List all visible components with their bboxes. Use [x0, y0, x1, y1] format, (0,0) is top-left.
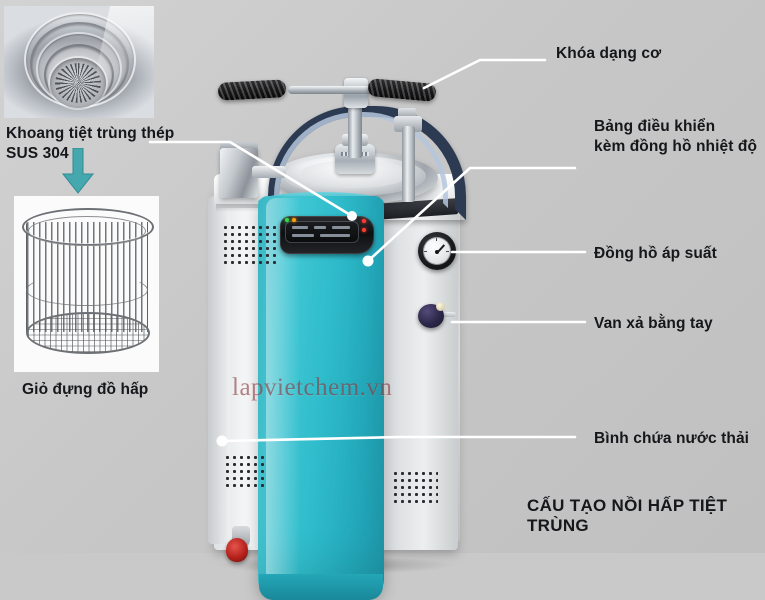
- gauge-tick-left: [424, 251, 427, 252]
- watermark: lapvietchem.vn: [232, 374, 393, 401]
- drain-valve-stem: [440, 312, 456, 317]
- display-segment-1: [292, 226, 308, 229]
- callout-label-drain-valve: Van xả bằng tay: [594, 315, 713, 332]
- right-post-cap: [394, 116, 422, 132]
- autoclave-chamber-interior-photo: [4, 6, 154, 118]
- vent-grille-right: [392, 470, 438, 506]
- control-panel-display: [285, 221, 359, 243]
- door-bottom-edge: [259, 574, 383, 600]
- down-arrow-icon: [61, 148, 95, 194]
- chamber-caption: Khoang tiệt trùng thép SUS 304: [6, 125, 175, 162]
- display-segment-4: [292, 234, 314, 237]
- callout-label-waste-tank: Bình chứa nước thải: [594, 430, 750, 447]
- status-led-orange: [292, 218, 296, 222]
- status-led-red-2: [362, 228, 366, 232]
- display-segment-3: [332, 226, 350, 229]
- chamber-photo-art: [4, 6, 154, 118]
- basket-caption: Giỏ đựng đồ hấp: [22, 381, 149, 398]
- page-title: CẤU TẠO NỒI HẤP TIỆT TRÙNG: [527, 496, 728, 535]
- status-led-green: [285, 218, 289, 222]
- wire-basket-photo: [14, 196, 159, 372]
- callout-label-control-panel: Bảng điều khiển kèm đồng hồ nhiệt độ: [594, 118, 758, 155]
- status-led-red: [362, 219, 366, 223]
- handle-grip-right[interactable]: [367, 78, 437, 102]
- vent-grille-left: [224, 454, 264, 488]
- callout-label-lock: Khóa dạng cơ: [556, 45, 662, 62]
- hinge-arm: [252, 166, 286, 178]
- handle-grip-left[interactable]: [217, 79, 287, 101]
- callout-label-pressure-gauge: Đồng hồ áp suất: [594, 245, 717, 262]
- drain-valve-collar: [436, 302, 445, 311]
- vent-grille-top: [222, 224, 280, 268]
- handle-bar[interactable]: [288, 86, 428, 94]
- gauge-tick-right: [446, 251, 449, 252]
- vertical-autoclave-sterilizer: [196, 56, 496, 600]
- poster-canvas: Khoang tiệt trùng thép SUS 304 Giỏ đựng …: [0, 0, 765, 553]
- basket-inner-rim: [28, 216, 146, 246]
- basket-mid-hoop: [26, 274, 148, 306]
- caster-wheel: [226, 538, 248, 562]
- display-segment-2: [314, 226, 326, 229]
- display-segment-5: [320, 234, 350, 237]
- right-post: [402, 126, 415, 202]
- basket-bottom-mesh: [26, 312, 150, 354]
- wire-basket-art: [22, 208, 154, 356]
- gauge-tick-top: [436, 238, 437, 241]
